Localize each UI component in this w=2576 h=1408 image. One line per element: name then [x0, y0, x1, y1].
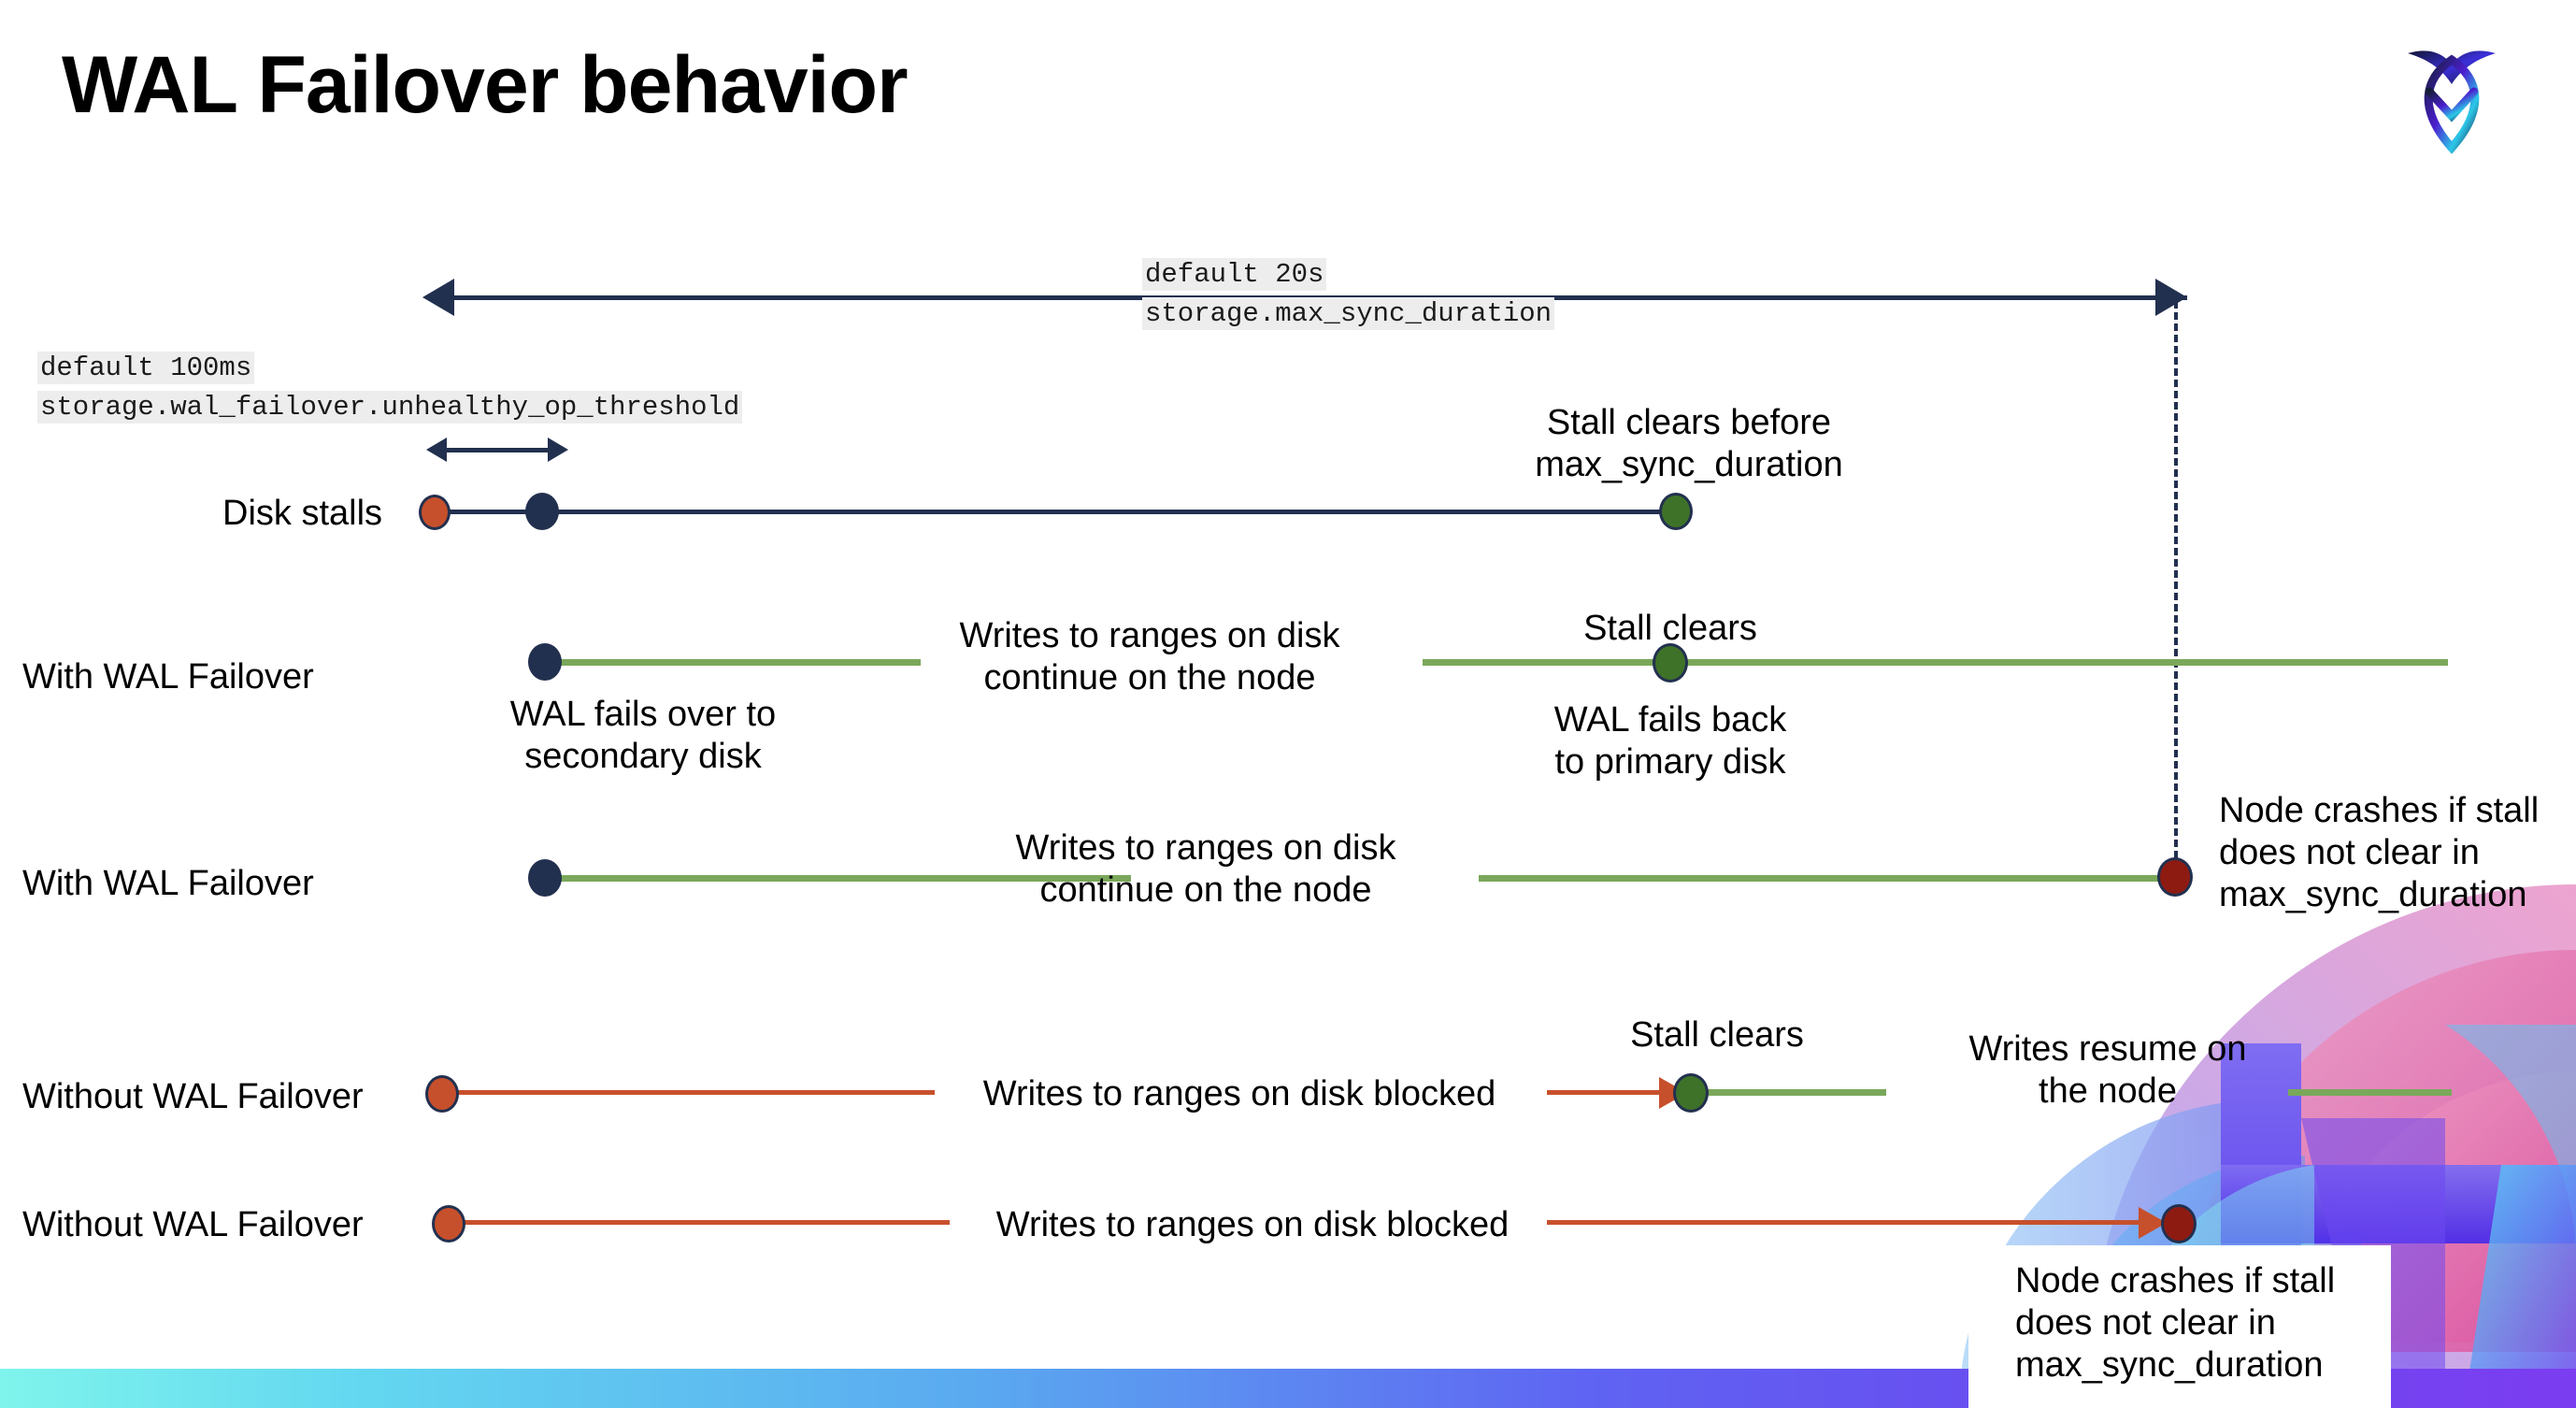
without-wal-failover-2-start-dot: [432, 1205, 465, 1243]
with-wal-failover-1-start-note: WAL fails over to secondary disk: [509, 695, 777, 776]
with-wal-failover-1-line-b: [1423, 659, 2448, 666]
without-wal-failover-1-line-b: [1547, 1090, 1664, 1095]
without-wal-failover-1-line-c: [1699, 1089, 1886, 1096]
with-wal-failover-1-clear-note: Stall clears: [1583, 609, 1757, 648]
disk-stalls-annotation-l1: Stall clears before max_sync_duration: [1535, 403, 1843, 484]
unhealthy-op-setting-name: storage.wal_failover.unhealthy_op_thresh…: [37, 391, 743, 424]
without-wal-failover-2-line-b: [1547, 1220, 2154, 1225]
without-wal-failover-1-line-d: [2288, 1089, 2452, 1096]
with-wal-failover-2-line-b: [1479, 875, 2180, 882]
row-label-without-wal-failover-1: Without WAL Failover: [22, 1077, 364, 1116]
with-wal-failover-2-middle-note: Writes to ranges on disk continue on the…: [1015, 828, 1396, 910]
without-wal-failover-2-crash-note: Node crashes if stall does not clear in …: [2015, 1261, 2336, 1385]
row-label-with-wal-failover-2: With WAL Failover: [22, 864, 314, 903]
without-wal-failover-1-clear-dot: [1673, 1073, 1709, 1113]
with-wal-failover-2-crash-dot: [2157, 857, 2193, 897]
max-sync-span-right-arrow-icon: [2155, 279, 2187, 316]
without-wal-failover-2-crash-dot: [2161, 1204, 2197, 1243]
without-wal-failover-1-resume-note: Writes resume on the node: [1968, 1029, 2247, 1111]
disk-stalls-start-dot: [419, 495, 451, 530]
disk-stalls-annotation: Stall clears before max_sync_duration: [1521, 402, 1857, 486]
unhealthy-op-threshold-setting: default 100ms storage.wal_failover.unhea…: [37, 349, 743, 427]
without-wal-failover-2-line-a: [464, 1220, 950, 1225]
unhealthy-op-span-line: [447, 448, 550, 453]
with-wal-failover-2-crash-note: Node crashes if stall does not clear in …: [2219, 791, 2540, 914]
row-label-with-wal-failover-1: With WAL Failover: [22, 657, 314, 697]
with-wal-failover-1-start-dot: [528, 643, 562, 681]
with-wal-failover-1-line-a: [542, 659, 921, 666]
max-sync-duration-dashed-line: [2174, 301, 2178, 881]
crash-note-card: [1968, 1245, 2391, 1408]
with-wal-failover-1-middle-note: Writes to ranges on disk continue on the…: [959, 616, 1340, 697]
without-wal-failover-1-clear-note: Stall clears: [1630, 1015, 1804, 1055]
unhealthy-op-left-arrow-icon: [426, 438, 447, 462]
with-wal-failover-1-after-note: WAL fails back to primary disk: [1553, 700, 1787, 782]
disk-stalls-clear-dot: [1659, 493, 1693, 530]
unhealthy-op-default-value: default 100ms: [37, 352, 255, 384]
without-wal-failover-2-blocked-note: Writes to ranges on disk blocked: [995, 1205, 1510, 1244]
with-wal-failover-2-start-dot: [528, 859, 562, 897]
with-wal-failover-1-clear-dot: [1653, 643, 1688, 682]
disk-stalls-failover-dot: [525, 493, 559, 530]
max-sync-span-left-arrow-icon: [422, 279, 454, 316]
without-wal-failover-1-blocked-note: Writes to ranges on disk blocked: [982, 1074, 1496, 1113]
without-wal-failover-1-line-a: [458, 1090, 935, 1095]
row-label-disk-stalls: Disk stalls: [222, 494, 383, 533]
with-wal-failover-2-line-a: [542, 875, 1131, 882]
row-label-without-wal-failover-2: Without WAL Failover: [22, 1205, 364, 1244]
max-sync-default-value: default 20s: [1142, 258, 1327, 291]
cockroachdb-logo-icon: [2382, 22, 2522, 163]
max-sync-duration-setting: default 20s storage.max_sync_duration: [1142, 255, 1555, 334]
page-title: WAL Failover behavior: [62, 40, 909, 130]
disk-stalls-timeline: [435, 510, 1678, 514]
max-sync-setting-name: storage.max_sync_duration: [1142, 297, 1555, 331]
unhealthy-op-right-arrow-icon: [548, 438, 568, 462]
without-wal-failover-1-start-dot: [425, 1075, 459, 1113]
